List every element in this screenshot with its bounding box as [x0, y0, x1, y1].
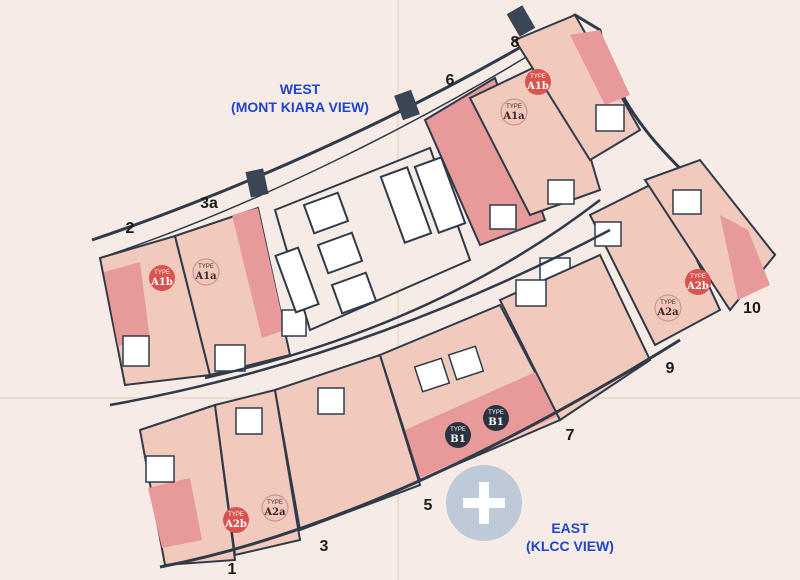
badge-circle	[445, 422, 471, 448]
facade-column	[506, 5, 536, 37]
bedroom	[148, 478, 202, 548]
badge-type-code: B1	[450, 434, 465, 445]
unit-number-3: 3	[320, 538, 329, 555]
badge-circle	[525, 69, 551, 95]
unit-number-1: 1	[228, 561, 237, 578]
lift	[302, 191, 350, 235]
bathroom	[595, 104, 625, 132]
badge-type-label: TYPE	[154, 270, 170, 276]
bedroom	[720, 215, 770, 300]
bathroom	[122, 335, 150, 367]
bedroom	[232, 208, 285, 338]
badge-type-label: TYPE	[488, 410, 504, 416]
bathroom	[447, 345, 485, 381]
badge-circle	[192, 258, 220, 286]
bathroom	[281, 309, 307, 337]
corridor-wall	[109, 228, 611, 407]
bathroom	[515, 279, 547, 307]
corridor-wall	[204, 199, 601, 380]
badge-type-code: A1a	[194, 271, 217, 282]
type-badges: TYPEA1bTYPEA1aTYPEA1aTYPEA1bTYPEA2bTYPEA…	[149, 69, 711, 533]
unit-9	[588, 178, 722, 347]
east-wing	[109, 199, 681, 569]
badge-circle	[500, 98, 528, 126]
east-view-label: (KLCC VIEW)	[526, 538, 614, 554]
badge-type-label: TYPE	[506, 104, 522, 110]
facade-column	[245, 168, 269, 198]
bathroom	[413, 357, 451, 393]
badge-circle	[483, 405, 509, 431]
badge-type-label: TYPE	[660, 300, 676, 306]
stair	[379, 166, 433, 244]
unit-6	[423, 76, 547, 247]
west-view-label: (MONT KIARA VIEW)	[231, 99, 369, 115]
bathroom	[594, 221, 622, 247]
badge-type-label: TYPE	[198, 264, 214, 270]
unit-number-9: 9	[666, 360, 675, 377]
badge-type-label: TYPE	[690, 274, 706, 280]
facade-column	[394, 89, 420, 121]
badge-circle	[149, 265, 175, 291]
badge-type-code: A2b	[224, 519, 247, 530]
unit-number-5: 5	[424, 497, 433, 514]
bathroom	[547, 179, 575, 205]
bathroom	[214, 344, 246, 372]
plus-icon	[446, 465, 522, 541]
bathroom	[235, 407, 263, 435]
badge-type-label: TYPE	[267, 500, 283, 506]
badge-circle	[261, 494, 289, 522]
unit-number-2: 2	[126, 220, 135, 237]
unit-number-8: 8	[511, 34, 520, 51]
bathroom	[145, 455, 175, 483]
badge-type-code: B1	[488, 417, 503, 428]
badge-type-code: A2b	[686, 281, 709, 292]
badge-circle	[685, 269, 711, 295]
badge-type-code: A1a	[502, 111, 525, 122]
unit-number-6: 6	[446, 72, 455, 89]
west-wing	[91, 5, 777, 387]
stair	[413, 156, 467, 234]
bedroom	[570, 30, 630, 105]
unit-number-7: 7	[566, 427, 575, 444]
badge-type-label: TYPE	[450, 427, 466, 433]
stair	[274, 246, 320, 314]
bathroom	[317, 387, 345, 415]
unit-number-3a: 3a	[200, 195, 218, 212]
badge-type-code: A2a	[656, 307, 679, 318]
badge-type-code: A1b	[150, 277, 173, 288]
badge-type-code: A1b	[526, 81, 549, 92]
bedroom-band	[405, 370, 560, 478]
bathroom	[672, 189, 702, 215]
bathroom	[489, 204, 517, 230]
badge-type-code: A2a	[263, 507, 286, 518]
bedroom	[104, 262, 150, 346]
badge-circle	[223, 507, 249, 533]
badge-type-label: TYPE	[530, 74, 546, 80]
badge-circle	[654, 294, 682, 322]
lift	[330, 271, 378, 315]
east-label: EAST	[551, 520, 589, 536]
unit-number-10: 10	[743, 300, 761, 317]
lift	[316, 231, 364, 275]
west-label: WEST	[280, 81, 321, 97]
badge-type-label: TYPE	[228, 512, 244, 518]
lower-facade	[159, 338, 681, 569]
unit-5	[273, 353, 422, 532]
